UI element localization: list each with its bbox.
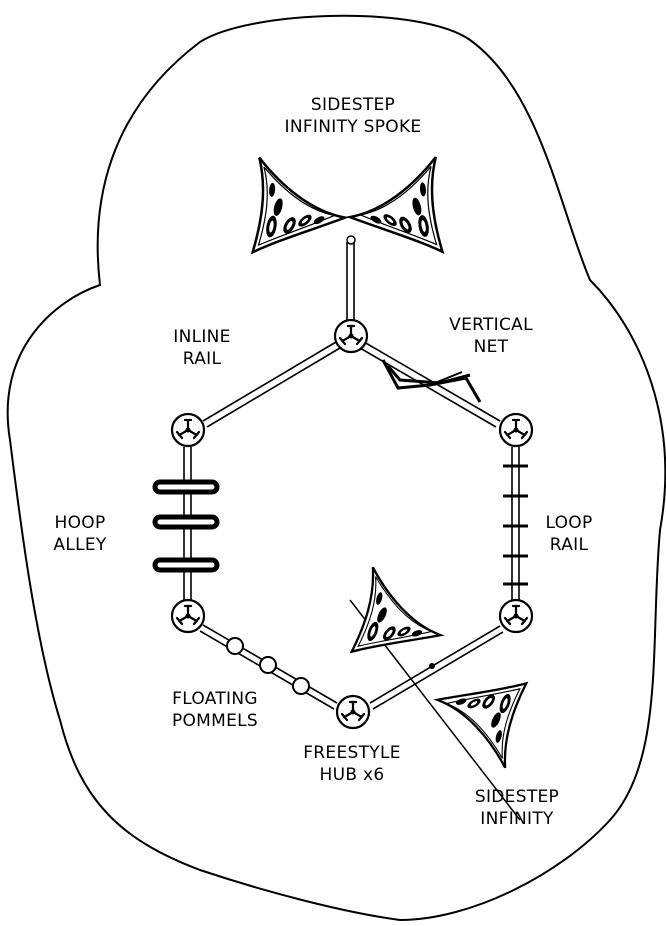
- hub-right: [498, 412, 534, 448]
- sidestep-spoke-wings: [235, 142, 460, 254]
- label-line: RAIL: [182, 349, 222, 369]
- label-line: SIDESTEP: [310, 95, 396, 115]
- label-line: RAIL: [549, 535, 589, 555]
- hub-left: [170, 412, 206, 448]
- label-floating-pommels: FLOATING POMMELS: [160, 688, 270, 732]
- label-line: SIDESTEP: [474, 787, 560, 807]
- label-vertical-net: VERTICAL NET: [436, 314, 546, 358]
- label-line: HOOP: [54, 513, 106, 533]
- label-line: LOOP: [545, 513, 593, 533]
- floating-pommels: [226, 637, 310, 695]
- label-line: INFINITY SPOKE: [284, 117, 422, 137]
- label-line: VERTICAL: [449, 315, 533, 335]
- label-sidestep-infinity: SIDESTEP INFINITY: [462, 786, 572, 830]
- label-sidestep-infinity-spoke: SIDESTEP INFINITY SPOKE: [278, 94, 428, 138]
- loop-rail-ticks: [503, 464, 528, 586]
- site-boundary: [6, 14, 666, 922]
- label-freestyle-hub: FREESTYLE HUB x6: [292, 742, 412, 786]
- label-line: INLINE: [173, 327, 231, 347]
- label-line: FLOATING: [172, 689, 258, 709]
- label-line: NET: [473, 337, 509, 357]
- hoop-alley-hoops: [152, 479, 220, 573]
- freestyle-hubs: [170, 318, 534, 730]
- vertical-net: [381, 359, 482, 403]
- hub-bottom: [335, 694, 371, 730]
- hub-top: [333, 318, 369, 354]
- label-line: FREESTYLE: [303, 743, 401, 763]
- label-line: POMMELS: [171, 711, 259, 731]
- label-loop-rail: LOOP RAIL: [538, 512, 600, 556]
- label-line: INFINITY: [480, 809, 554, 829]
- sidestep-infinity-wings: [349, 566, 528, 821]
- label-line: HUB x6: [319, 765, 385, 785]
- label-inline-rail: INLINE RAIL: [162, 326, 242, 370]
- hub-lower-left: [170, 598, 206, 634]
- label-line: ALLEY: [53, 535, 107, 555]
- hub-lower-right: [498, 598, 534, 634]
- label-hoop-alley: HOOP ALLEY: [42, 512, 118, 556]
